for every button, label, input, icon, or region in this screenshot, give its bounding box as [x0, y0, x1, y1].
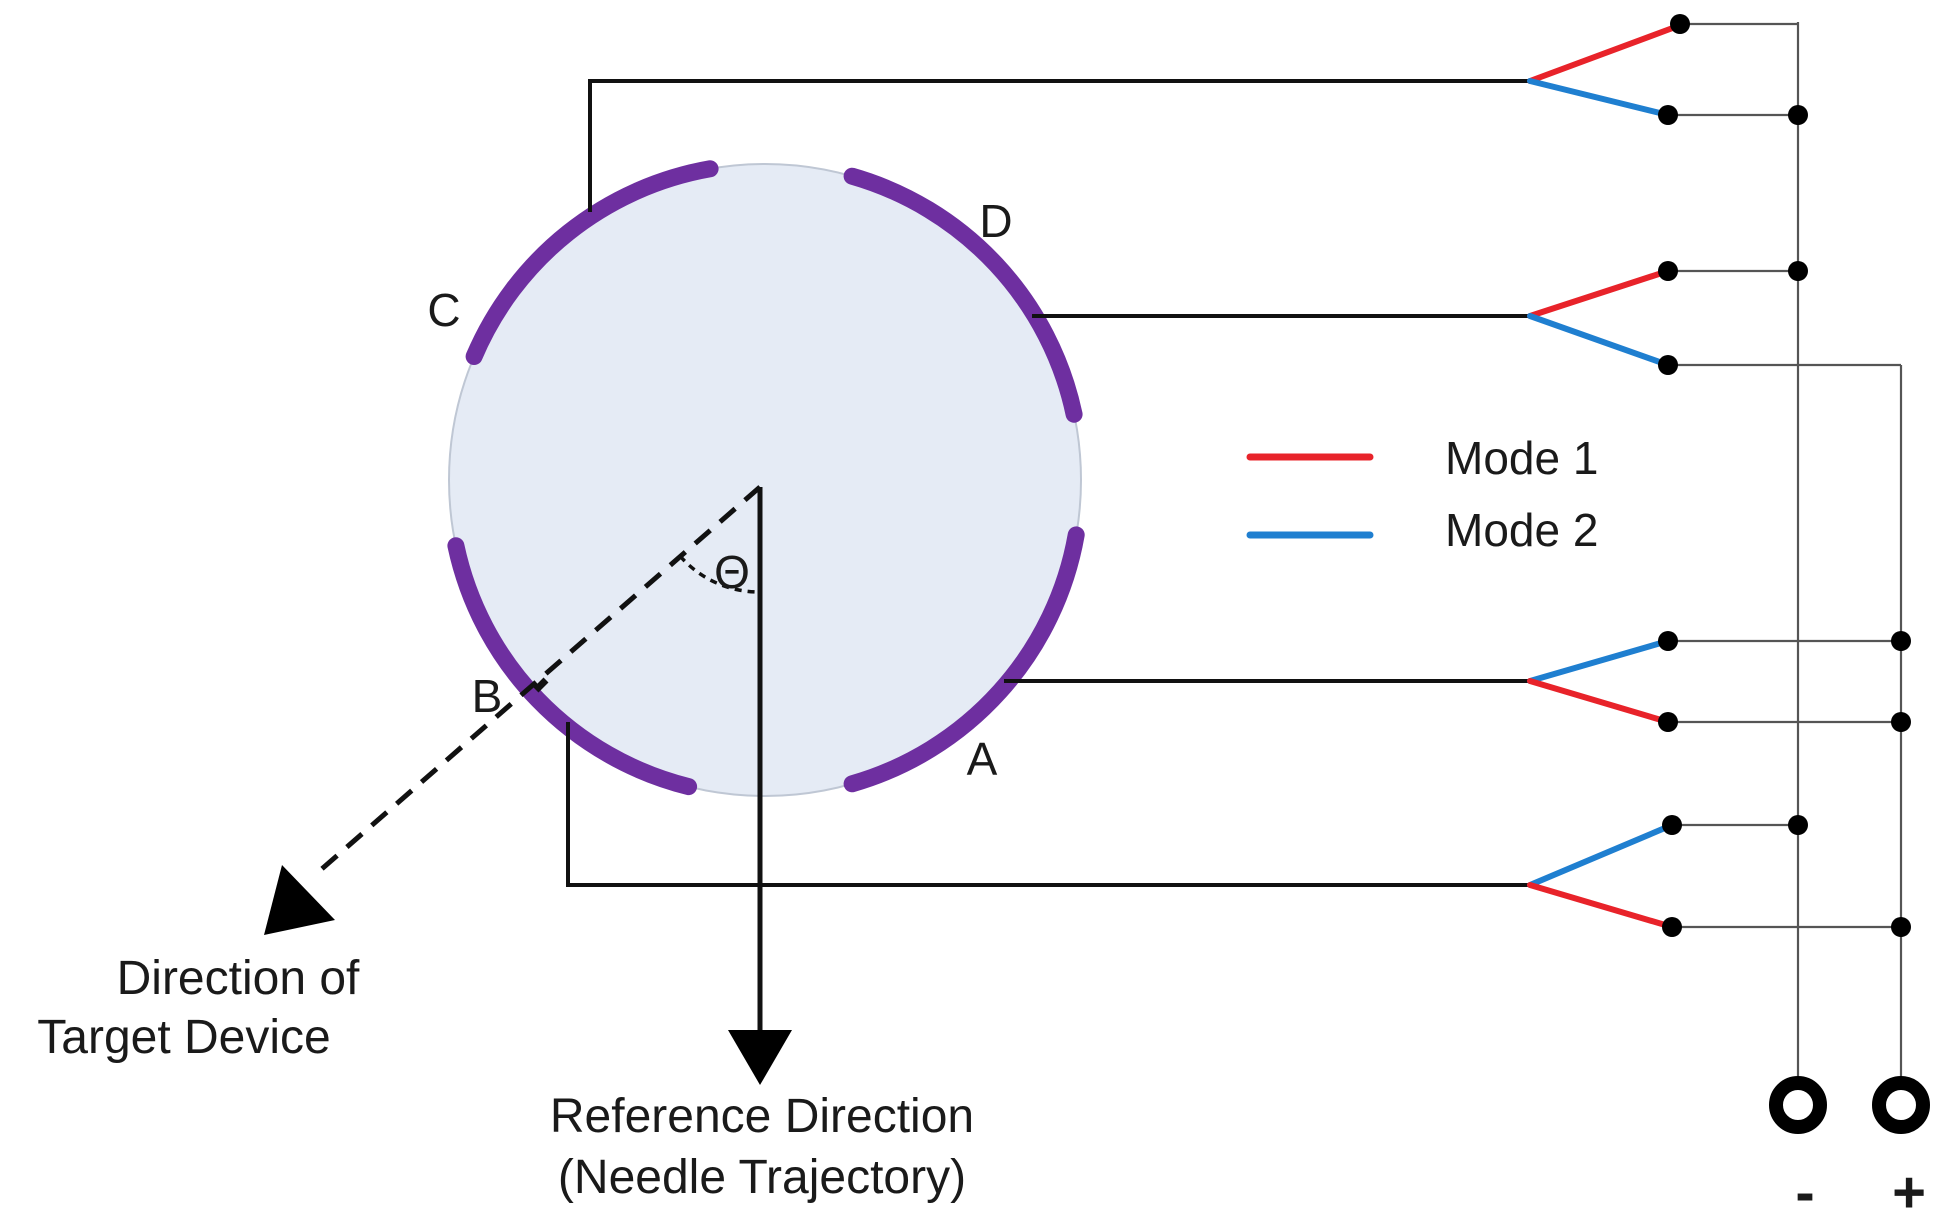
switch-contact-dot	[1658, 712, 1678, 732]
lead-wire-b	[566, 722, 1528, 887]
electrode-label-d: D	[979, 195, 1012, 247]
theta-angle-arc	[678, 554, 761, 594]
plus-terminal	[1872, 1076, 1930, 1134]
target-direction-tick	[533, 677, 549, 693]
target-direction-caption-line1: Direction of	[117, 952, 360, 1005]
electrode-d-arc	[843, 167, 1083, 423]
switch-1-mode2-branch	[1527, 78, 1671, 118]
switch-2-mode2-branch	[1527, 313, 1671, 368]
bus-junction-dot	[1788, 105, 1808, 125]
electrode-label-b: B	[472, 670, 503, 722]
target-direction-arrow	[264, 485, 762, 935]
switch-contact-dot	[1658, 631, 1678, 651]
switch-contact-dot	[1662, 815, 1682, 835]
bus-junction-dot	[1788, 815, 1808, 835]
junction-dots	[1658, 14, 1911, 937]
minus-terminal	[1769, 1076, 1827, 1134]
switch-contact-dot	[1658, 261, 1678, 281]
bus-junction-dot	[1891, 631, 1911, 651]
electrode-c-arc	[465, 160, 719, 365]
bus-junction-dot	[1891, 917, 1911, 937]
output-terminals: - +	[1769, 1076, 1930, 1223]
switch-4-mode2-branch	[1527, 822, 1675, 888]
electrode-a-arc	[843, 526, 1085, 793]
reference-direction-caption-line2: (Needle Trajectory)	[558, 1151, 966, 1204]
target-direction-arrowhead	[264, 865, 335, 935]
legend-mode2-label: Mode 2	[1445, 504, 1598, 556]
switch-contact-dot	[1658, 355, 1678, 375]
switch-4-mode1-branch	[1527, 882, 1675, 930]
bus-junction-dot	[1788, 261, 1808, 281]
switch-2-mode1-branch	[1527, 268, 1671, 319]
switch-contact-dot	[1670, 14, 1690, 34]
mode-switch-1	[1527, 23, 1681, 118]
switch-contact-dot	[1662, 917, 1682, 937]
sensor-disc	[448, 163, 1082, 797]
reference-direction-arrow	[728, 487, 792, 1085]
reference-direction-caption-line1: Reference Direction	[550, 1090, 974, 1143]
plus-terminal-label: +	[1892, 1160, 1926, 1218]
bus-wiring	[1668, 22, 1903, 1085]
lead-wire-c	[588, 79, 1528, 212]
mode-switch-3	[1527, 638, 1671, 725]
legend-mode1-label: Mode 1	[1445, 432, 1598, 484]
electrode-label-c: C	[427, 284, 460, 336]
mode-switch-4	[1527, 822, 1675, 930]
minus-terminal-label: -	[1795, 1160, 1814, 1218]
electrode-lead-wires	[566, 79, 1528, 887]
electrode-b-arc	[447, 537, 698, 796]
bus-junction-dot	[1891, 712, 1911, 732]
mode-switch-2	[1527, 268, 1671, 368]
electrode-arcs	[447, 160, 1085, 796]
reference-direction-arrowhead	[728, 1030, 792, 1085]
switch-1-mode1-branch	[1527, 23, 1681, 84]
switch-3-mode2-branch	[1527, 638, 1671, 684]
electrode-label-a: A	[967, 733, 998, 785]
target-direction-caption-line2: Target Device	[37, 1011, 330, 1064]
switch-3-mode1-branch	[1527, 678, 1671, 725]
switch-contact-dot	[1658, 105, 1678, 125]
theta-label: Θ	[714, 546, 750, 598]
legend: Mode 1 Mode 2	[1246, 432, 1598, 556]
